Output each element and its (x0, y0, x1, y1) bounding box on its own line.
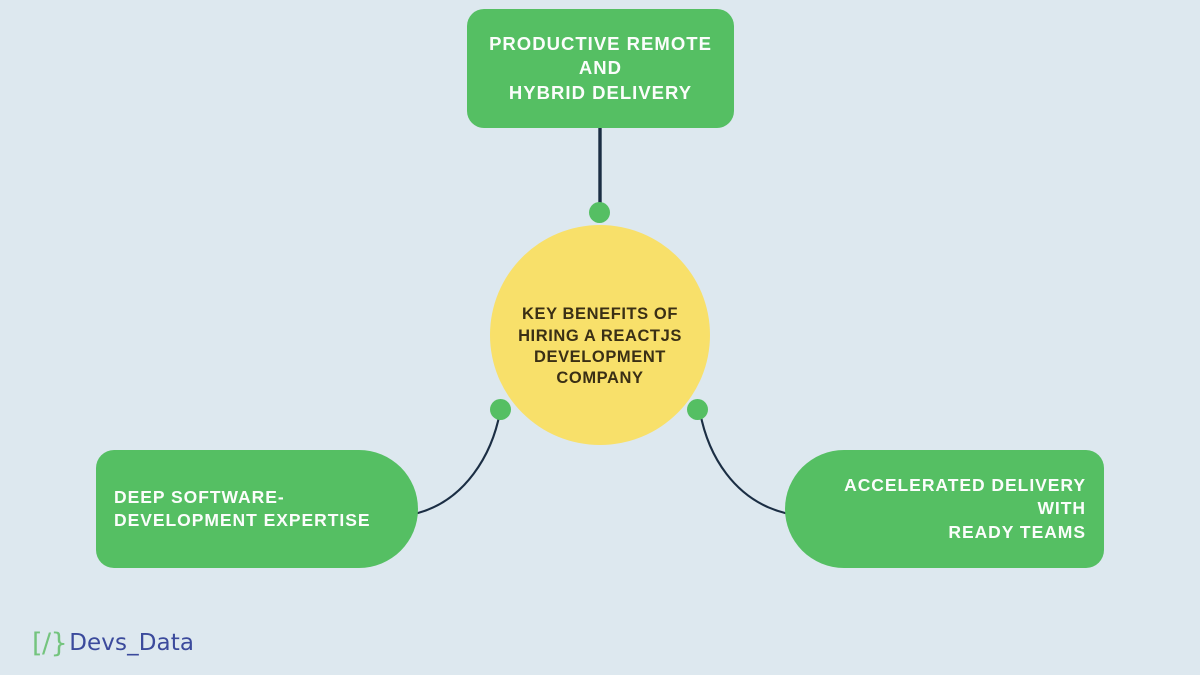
center-topic-label: KEY BENEFITS OF HIRING A REACTJS DEVELOP… (518, 305, 682, 388)
brand-logo: [/} Devs_Data (32, 630, 194, 657)
branch-box-right[interactable]: ACCELERATED DELIVERY WITH READY TEAMS (785, 450, 1104, 568)
branch-label-left: DEEP SOFTWARE- DEVELOPMENT EXPERTISE (114, 486, 371, 530)
connector-node-right (687, 399, 708, 420)
center-topic-circle[interactable]: KEY BENEFITS OF HIRING A REACTJS DEVELOP… (490, 225, 710, 445)
connector-line-right (698, 410, 787, 515)
branch-box-left[interactable]: DEEP SOFTWARE- DEVELOPMENT EXPERTISE (96, 450, 418, 568)
code-bracket-icon: [/} (32, 628, 68, 659)
branch-label-right: ACCELERATED DELIVERY WITH READY TEAMS (844, 475, 1086, 542)
connector-node-left (490, 399, 511, 420)
brand-logo-text: Devs_Data (69, 630, 195, 656)
connector-node-top (589, 202, 610, 223)
branch-label-top: PRODUCTIVE REMOTE AND HYBRID DELIVERY (489, 32, 712, 103)
branch-box-top[interactable]: PRODUCTIVE REMOTE AND HYBRID DELIVERY (467, 9, 734, 128)
connector-line-left (416, 410, 502, 515)
